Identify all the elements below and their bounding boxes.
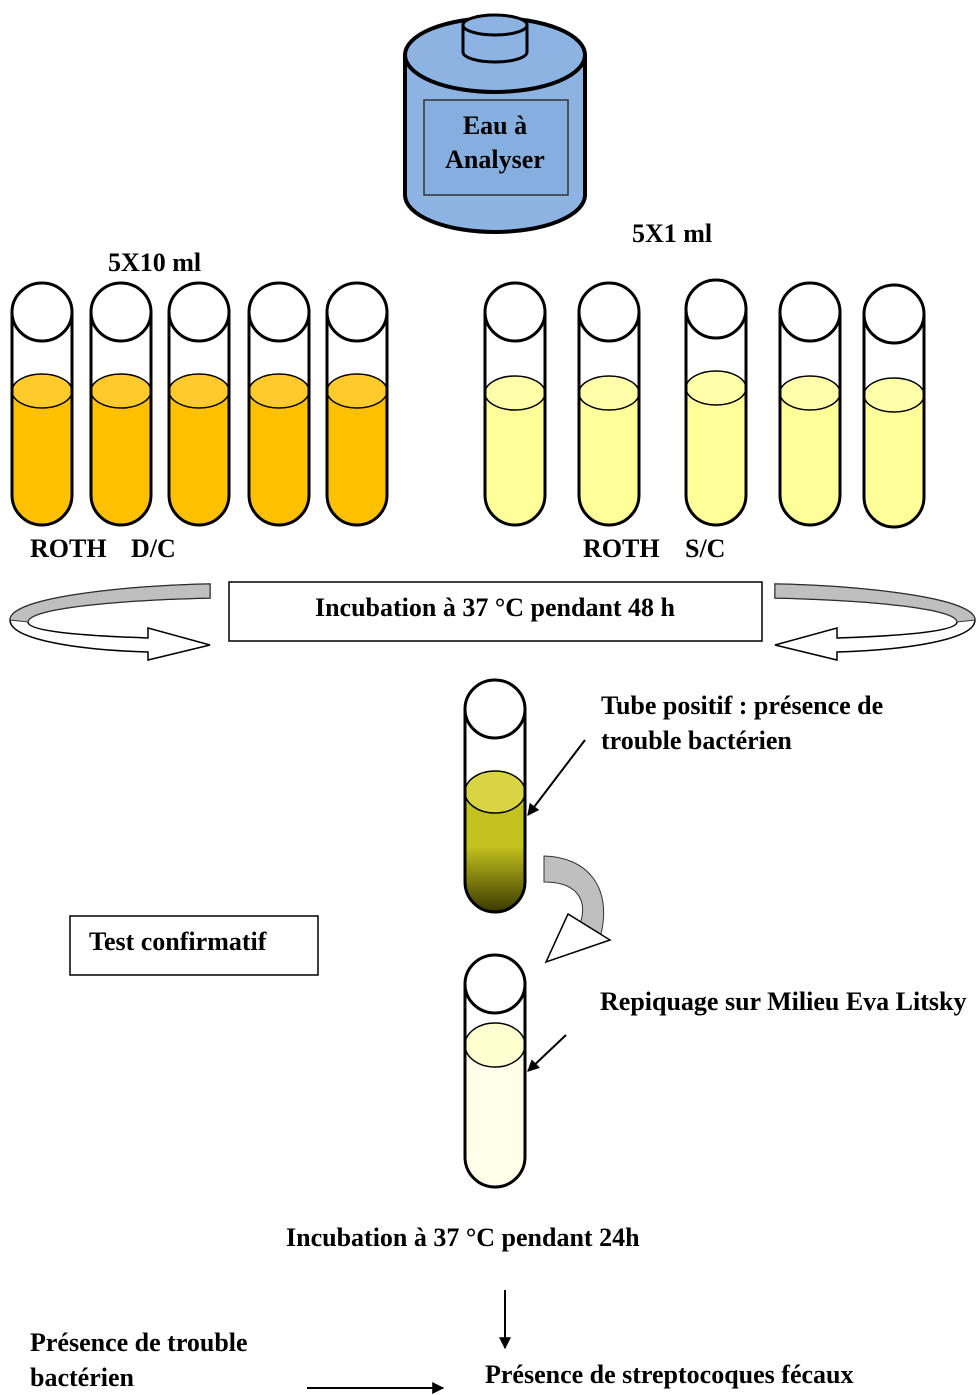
tube-opening bbox=[778, 281, 842, 343]
tube-outline bbox=[684, 309, 748, 527]
dc-medium-label: ROTH bbox=[30, 534, 107, 563]
medium-surface bbox=[326, 373, 388, 409]
tube-dc-1 bbox=[10, 281, 74, 527]
container-label bbox=[423, 99, 569, 196]
medium-surface bbox=[779, 375, 841, 411]
tube-sc-2 bbox=[577, 281, 641, 527]
tube-dc-2 bbox=[89, 281, 153, 527]
tube-medium bbox=[91, 391, 151, 525]
medium-surface bbox=[863, 377, 925, 413]
incubation-24h-label: Incubation à 37 °C pendant 24h bbox=[286, 1223, 640, 1252]
incubation-48h-box bbox=[228, 581, 763, 642]
tube-medium bbox=[864, 395, 924, 527]
tube-medium bbox=[780, 393, 840, 525]
tube-medium bbox=[169, 391, 229, 525]
sc-tube-group bbox=[483, 278, 926, 529]
curved-arrow-right bbox=[774, 583, 976, 661]
dc-tube-group bbox=[10, 281, 389, 527]
tube-dc-4 bbox=[247, 281, 311, 527]
tube-medium-turbid bbox=[465, 792, 525, 912]
tube-medium bbox=[465, 1045, 525, 1187]
tube-opening bbox=[247, 281, 311, 343]
tube-sc-4 bbox=[778, 281, 842, 527]
tube-outline bbox=[10, 312, 74, 527]
tube-outline bbox=[167, 312, 231, 527]
medium-surface bbox=[464, 770, 526, 814]
subculture-pointer-arrow bbox=[527, 1034, 567, 1072]
tube-opening bbox=[684, 278, 748, 340]
medium-surface bbox=[248, 373, 310, 409]
incubation-48h-step: Incubation à 37 °C pendant 48 h bbox=[228, 581, 763, 642]
positive-tube-label-line1: Tube positif : présence de bbox=[601, 691, 883, 720]
tube-medium bbox=[686, 388, 746, 525]
tube-outline bbox=[483, 312, 547, 527]
positive-tube-label-line2: trouble bactérien bbox=[601, 726, 792, 755]
condition-label-line2: bactérien bbox=[30, 1363, 135, 1392]
incubation-48h-label: Incubation à 37 °C pendant 48 h bbox=[315, 593, 676, 622]
medium-surface bbox=[484, 375, 546, 411]
sc-volume-label: 5X1 ml bbox=[632, 219, 712, 248]
tube-medium bbox=[485, 393, 545, 525]
container-label-line2: Analyser bbox=[445, 145, 545, 174]
medium-surface bbox=[464, 1022, 526, 1068]
tube-sc-1 bbox=[483, 281, 547, 527]
container-label-line1: Eau à bbox=[463, 111, 527, 140]
confirmatory-test-box bbox=[69, 915, 319, 976]
sc-type-label: S/C bbox=[685, 534, 725, 563]
result-label: Présence de streptocoques fécaux bbox=[485, 1360, 853, 1389]
confirmatory-test-step: Test confirmatif bbox=[69, 915, 319, 976]
tube-outline bbox=[89, 312, 153, 527]
tube-opening bbox=[325, 281, 389, 343]
positive-tube-pointer-arrow bbox=[527, 739, 586, 816]
curved-arrow-shade bbox=[774, 583, 976, 623]
water-sample-container: Eau à Analyser bbox=[403, 13, 587, 234]
curved-arrow-shade bbox=[9, 583, 211, 623]
tube-outline bbox=[577, 312, 641, 527]
tube-opening bbox=[463, 678, 527, 740]
dc-type-label: D/C bbox=[131, 534, 176, 563]
medium-surface bbox=[578, 375, 640, 411]
confirmatory-test-label: Test confirmatif bbox=[89, 927, 267, 956]
transfer-arrow bbox=[543, 855, 612, 964]
tube-outline bbox=[463, 709, 527, 914]
tube-sc-3 bbox=[684, 278, 748, 527]
eva-litsky-tube bbox=[463, 953, 527, 1189]
tube-sc-5 bbox=[862, 283, 926, 529]
tube-dc-5 bbox=[325, 281, 389, 527]
dc-volume-label: 5X10 ml bbox=[108, 248, 201, 277]
tube-outline bbox=[778, 312, 842, 527]
tube-outline bbox=[247, 312, 311, 527]
positive-tube bbox=[463, 678, 527, 914]
tube-opening bbox=[10, 281, 74, 343]
tube-opening bbox=[463, 953, 527, 1015]
medium-surface bbox=[168, 373, 230, 409]
tube-outline bbox=[862, 314, 926, 529]
tube-medium bbox=[249, 391, 309, 525]
tube-opening bbox=[577, 281, 641, 343]
sc-medium-label: ROTH bbox=[583, 534, 660, 563]
tube-opening bbox=[483, 281, 547, 343]
tube-medium bbox=[12, 391, 72, 525]
tube-outline bbox=[325, 312, 389, 527]
curved-arrow-left bbox=[9, 583, 211, 661]
tube-opening bbox=[862, 283, 926, 345]
tube-opening bbox=[89, 281, 153, 343]
subculture-label: Repiquage sur Milieu Eva Litsky bbox=[600, 987, 966, 1016]
container-cap-top bbox=[461, 13, 529, 37]
tube-outline bbox=[463, 984, 527, 1189]
tube-opening bbox=[167, 281, 231, 343]
tube-medium bbox=[579, 393, 639, 525]
condition-label-line1: Présence de trouble bbox=[30, 1328, 248, 1357]
tube-medium bbox=[327, 391, 387, 525]
medium-surface bbox=[11, 373, 73, 409]
medium-surface bbox=[685, 370, 747, 406]
tube-dc-3 bbox=[167, 281, 231, 527]
transfer-arrowhead bbox=[544, 912, 612, 964]
medium-surface bbox=[90, 373, 152, 409]
